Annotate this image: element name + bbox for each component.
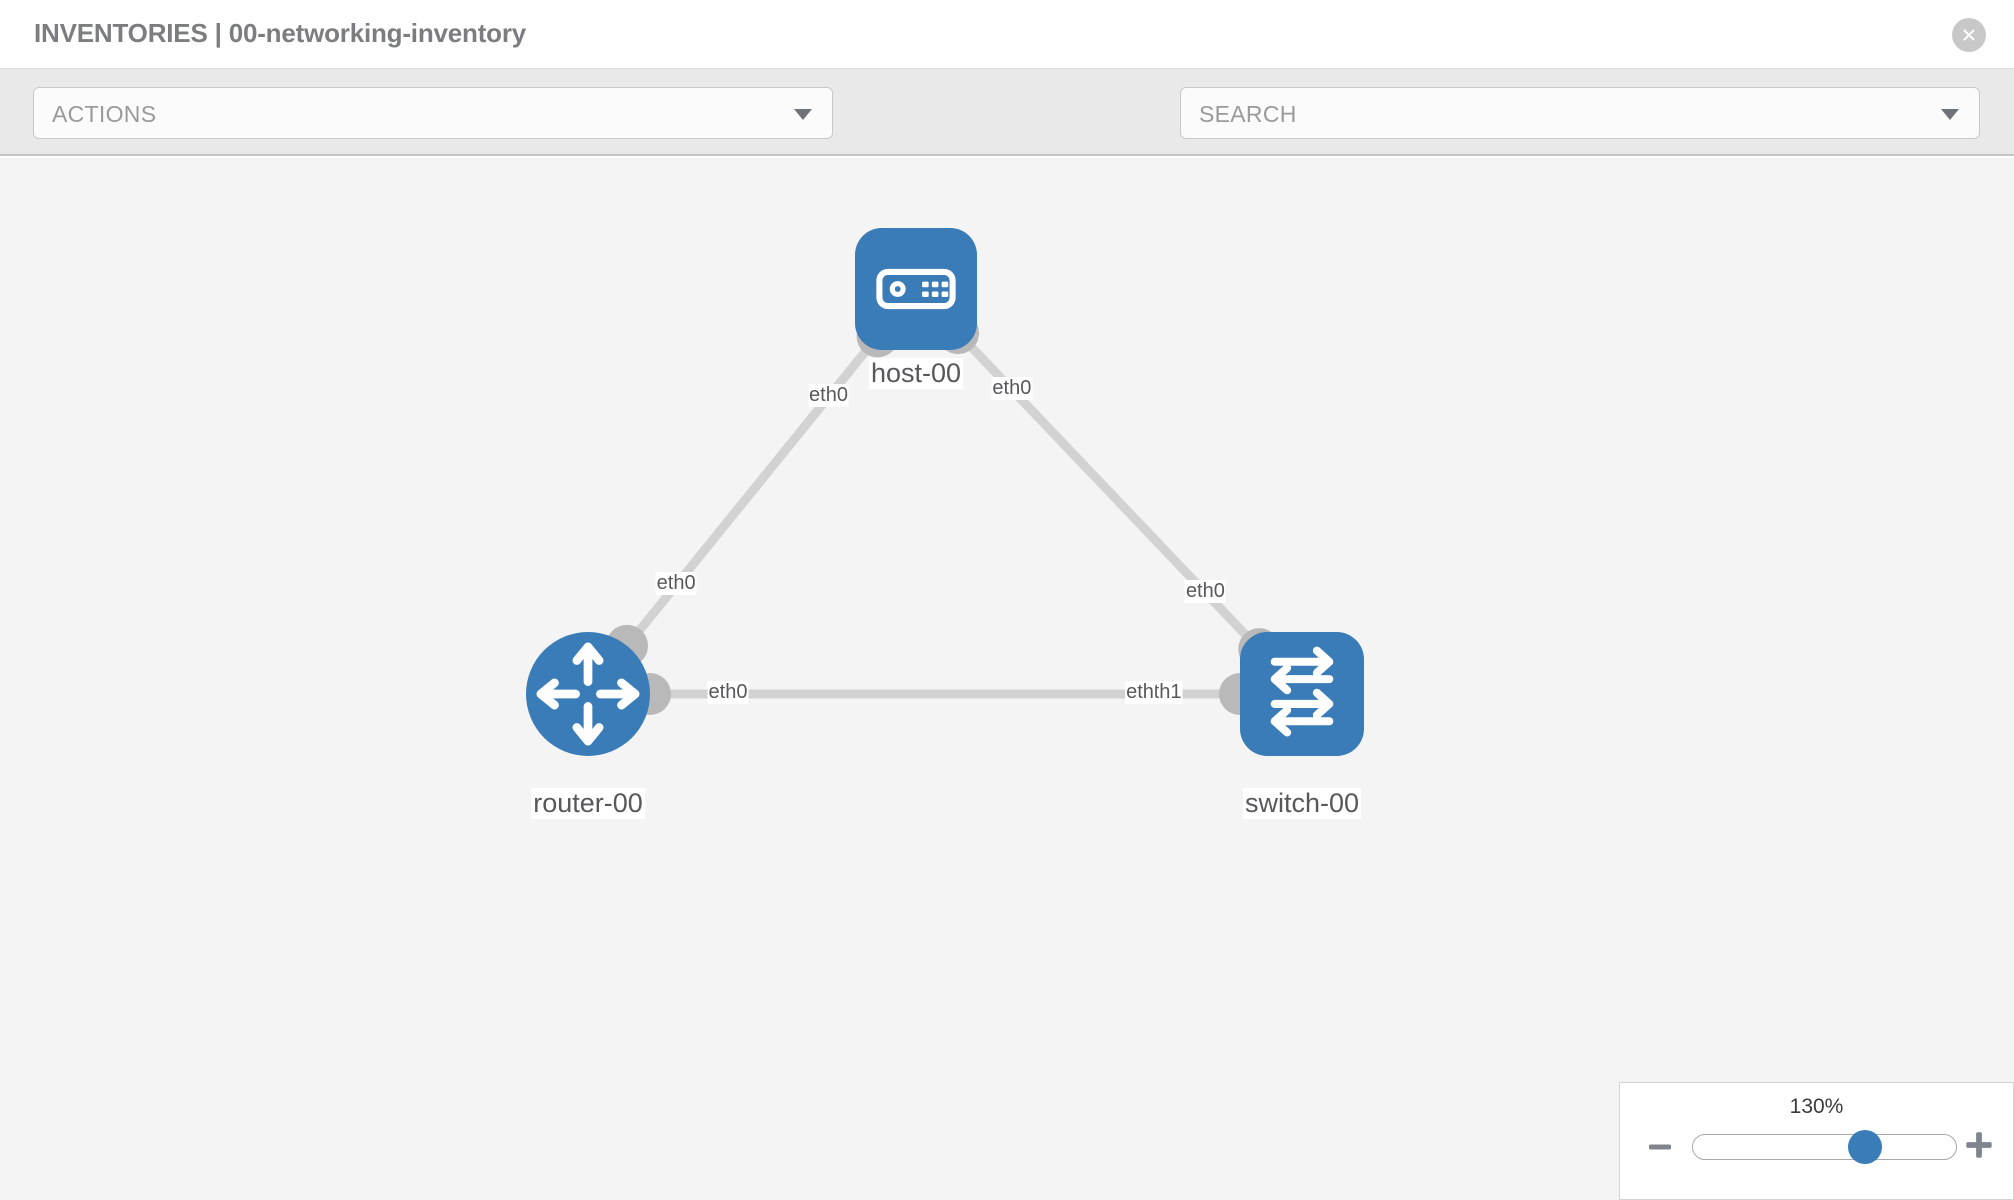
server-icon [876, 268, 956, 310]
node-label-router-00: router-00 [531, 788, 645, 819]
interface-label: eth0 [707, 681, 749, 704]
search-input[interactable]: SEARCH [1180, 87, 1980, 139]
topology-graph [526, 228, 1364, 756]
close-icon[interactable] [1952, 18, 1986, 52]
chevron-down-icon [1941, 109, 1959, 120]
node-label-switch-00: switch-00 [1242, 788, 1362, 819]
zoom-out-button[interactable] [1646, 1133, 1674, 1161]
page-title: INVENTORIES | 00-networking-inventory [34, 18, 527, 48]
page-header: INVENTORIES | 00-networking-inventory [0, 0, 2014, 69]
chevron-down-icon [794, 109, 812, 120]
router-arrows-icon [536, 642, 640, 746]
topology-node-router-00[interactable] [526, 632, 650, 756]
zoom-in-button[interactable] [1963, 1129, 1995, 1161]
topology-node-host-00[interactable] [855, 228, 977, 350]
actions-dropdown-label: ACTIONS [52, 101, 157, 127]
zoom-slider-handle[interactable] [1848, 1130, 1882, 1164]
topology-edge[interactable] [623, 333, 882, 649]
interface-label: eth0 [655, 572, 697, 596]
toolbar: ACTIONS SEARCH [0, 69, 2014, 197]
switch-arrows-icon [1270, 646, 1334, 737]
node-layer [526, 228, 1364, 756]
interface-label: eth0 [991, 376, 1033, 400]
zoom-control-panel: 130% [1619, 1082, 2014, 1200]
topology-node-switch-00[interactable] [1240, 632, 1364, 756]
actions-dropdown[interactable]: ACTIONS [33, 87, 833, 139]
zoom-level-value: 130% [1789, 1095, 1844, 1118]
zoom-slider[interactable] [1692, 1130, 1957, 1164]
interface-label: eth0 [808, 384, 849, 408]
interface-label-overlapped: eth [1125, 681, 1155, 704]
search-placeholder-label: SEARCH [1199, 101, 1297, 127]
node-label-host-00: host-00 [868, 358, 964, 389]
interface-label: eth0 [1184, 579, 1226, 603]
